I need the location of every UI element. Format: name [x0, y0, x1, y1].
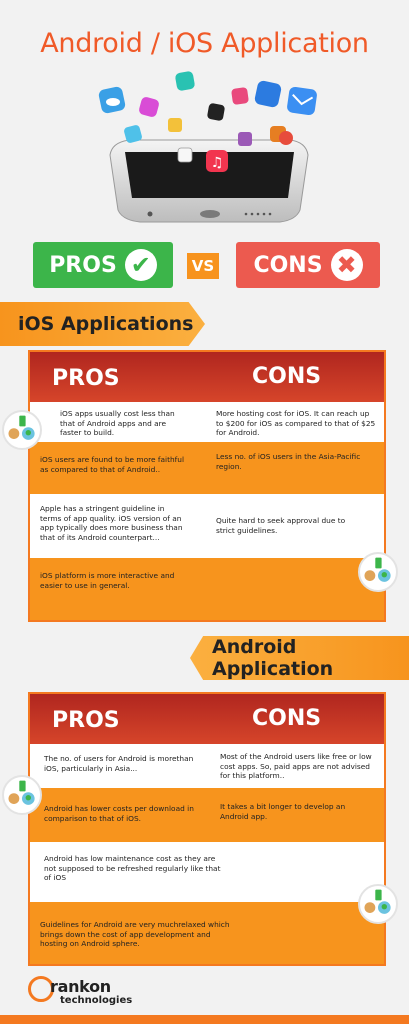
- pros-header: PROS: [52, 366, 120, 391]
- weather-app-icon: [98, 86, 126, 114]
- android-banner-label: Android Application: [212, 636, 334, 680]
- app-icon: [139, 97, 159, 117]
- pros-cell: Android has low maintenance cost as they…: [44, 854, 221, 882]
- app-icon: [207, 103, 225, 121]
- page-title: Android / iOS Application: [40, 28, 369, 59]
- logo-word: rankon: [50, 977, 111, 996]
- app-icon: [279, 131, 293, 145]
- table-row: iOS platform is more interactive and eas…: [30, 558, 384, 620]
- table-header: PROS CONS: [30, 352, 384, 402]
- app-icon: [124, 125, 142, 143]
- check-icon: ✔: [124, 249, 157, 281]
- cross-icon: ✖: [330, 249, 363, 281]
- pros-cell: iOS apps usually cost less than that of …: [60, 409, 175, 437]
- cons-header: CONS: [252, 364, 322, 389]
- app-icon: [238, 132, 252, 146]
- company-logo: rankon technologies: [28, 974, 132, 1012]
- cons-cell: More hosting cost for iOS. It can reach …: [216, 409, 376, 437]
- platform-badge-icon: [2, 410, 42, 450]
- table-row: Guidelines for Android are very muchrela…: [30, 902, 384, 964]
- ios-pros-cons-table: PROS CONS iOS apps usually cost less tha…: [28, 350, 386, 622]
- pros-cell: iOS users are found to be more faithful …: [40, 455, 185, 474]
- pros-cell: Android has lower costs per download in …: [44, 804, 194, 823]
- app-icon: [175, 71, 195, 91]
- table-row: Android has low maintenance cost as they…: [30, 842, 384, 902]
- platform-badge-icon: [2, 775, 42, 815]
- platform-badge-icon: [358, 884, 398, 924]
- cons-badge-label: CONS: [253, 252, 323, 278]
- phone-hero-illustration: ♫: [98, 71, 317, 223]
- cons-header: CONS: [252, 706, 322, 731]
- table-row: iOS users are found to be more faithful …: [30, 442, 384, 494]
- pros-header: PROS: [52, 708, 120, 733]
- cons-cell: Quite hard to seek approval due to stric…: [216, 516, 346, 535]
- logo-mark-icon: [28, 976, 54, 1002]
- table-row: Android has lower costs per download in …: [30, 788, 384, 842]
- ios-section-banner: iOS Applications: [0, 302, 205, 346]
- pros-badge-label: PROS: [49, 252, 117, 278]
- cons-cell: It takes a bit longer to develop an Andr…: [220, 802, 346, 821]
- table-row: Apple has a stringent guideline in terms…: [30, 494, 384, 558]
- music-app-icon: [206, 150, 228, 172]
- app-icon: [177, 147, 193, 163]
- table-row: iOS apps usually cost less than that of …: [30, 402, 384, 442]
- android-pros-cons-table: PROS CONS The no. of users for Android i…: [28, 692, 386, 966]
- app-icon: [231, 87, 249, 105]
- vs-label: VS: [187, 253, 219, 279]
- finder-app-icon: [254, 80, 282, 108]
- pros-cell: Apple has a stringent guideline in terms…: [40, 504, 183, 542]
- pros-badge: PROS ✔: [33, 242, 173, 288]
- logo-subtitle: technologies: [60, 995, 133, 1006]
- pros-cell: Guidelines for Android are very muchrela…: [40, 920, 230, 948]
- app-icon: [168, 118, 182, 132]
- ios-banner-label: iOS Applications: [18, 313, 194, 335]
- mail-app-icon: [287, 86, 317, 116]
- pros-cell: iOS platform is more interactive and eas…: [40, 571, 175, 590]
- table-header: PROS CONS: [30, 694, 384, 744]
- footer-bar: [0, 1015, 409, 1024]
- pros-cell: The no. of users for Android is morethan…: [44, 754, 194, 773]
- platform-badge-icon: [358, 552, 398, 592]
- cons-badge: CONS ✖: [236, 242, 380, 288]
- android-section-banner: Android Application: [190, 636, 409, 680]
- table-row: The no. of users for Android is morethan…: [30, 744, 384, 788]
- cons-cell: Most of the Android users like free or l…: [220, 752, 372, 780]
- cons-cell: Less no. of iOS users in the Asia-Pacifi…: [216, 452, 361, 471]
- svg-text:♫: ♫: [211, 155, 224, 171]
